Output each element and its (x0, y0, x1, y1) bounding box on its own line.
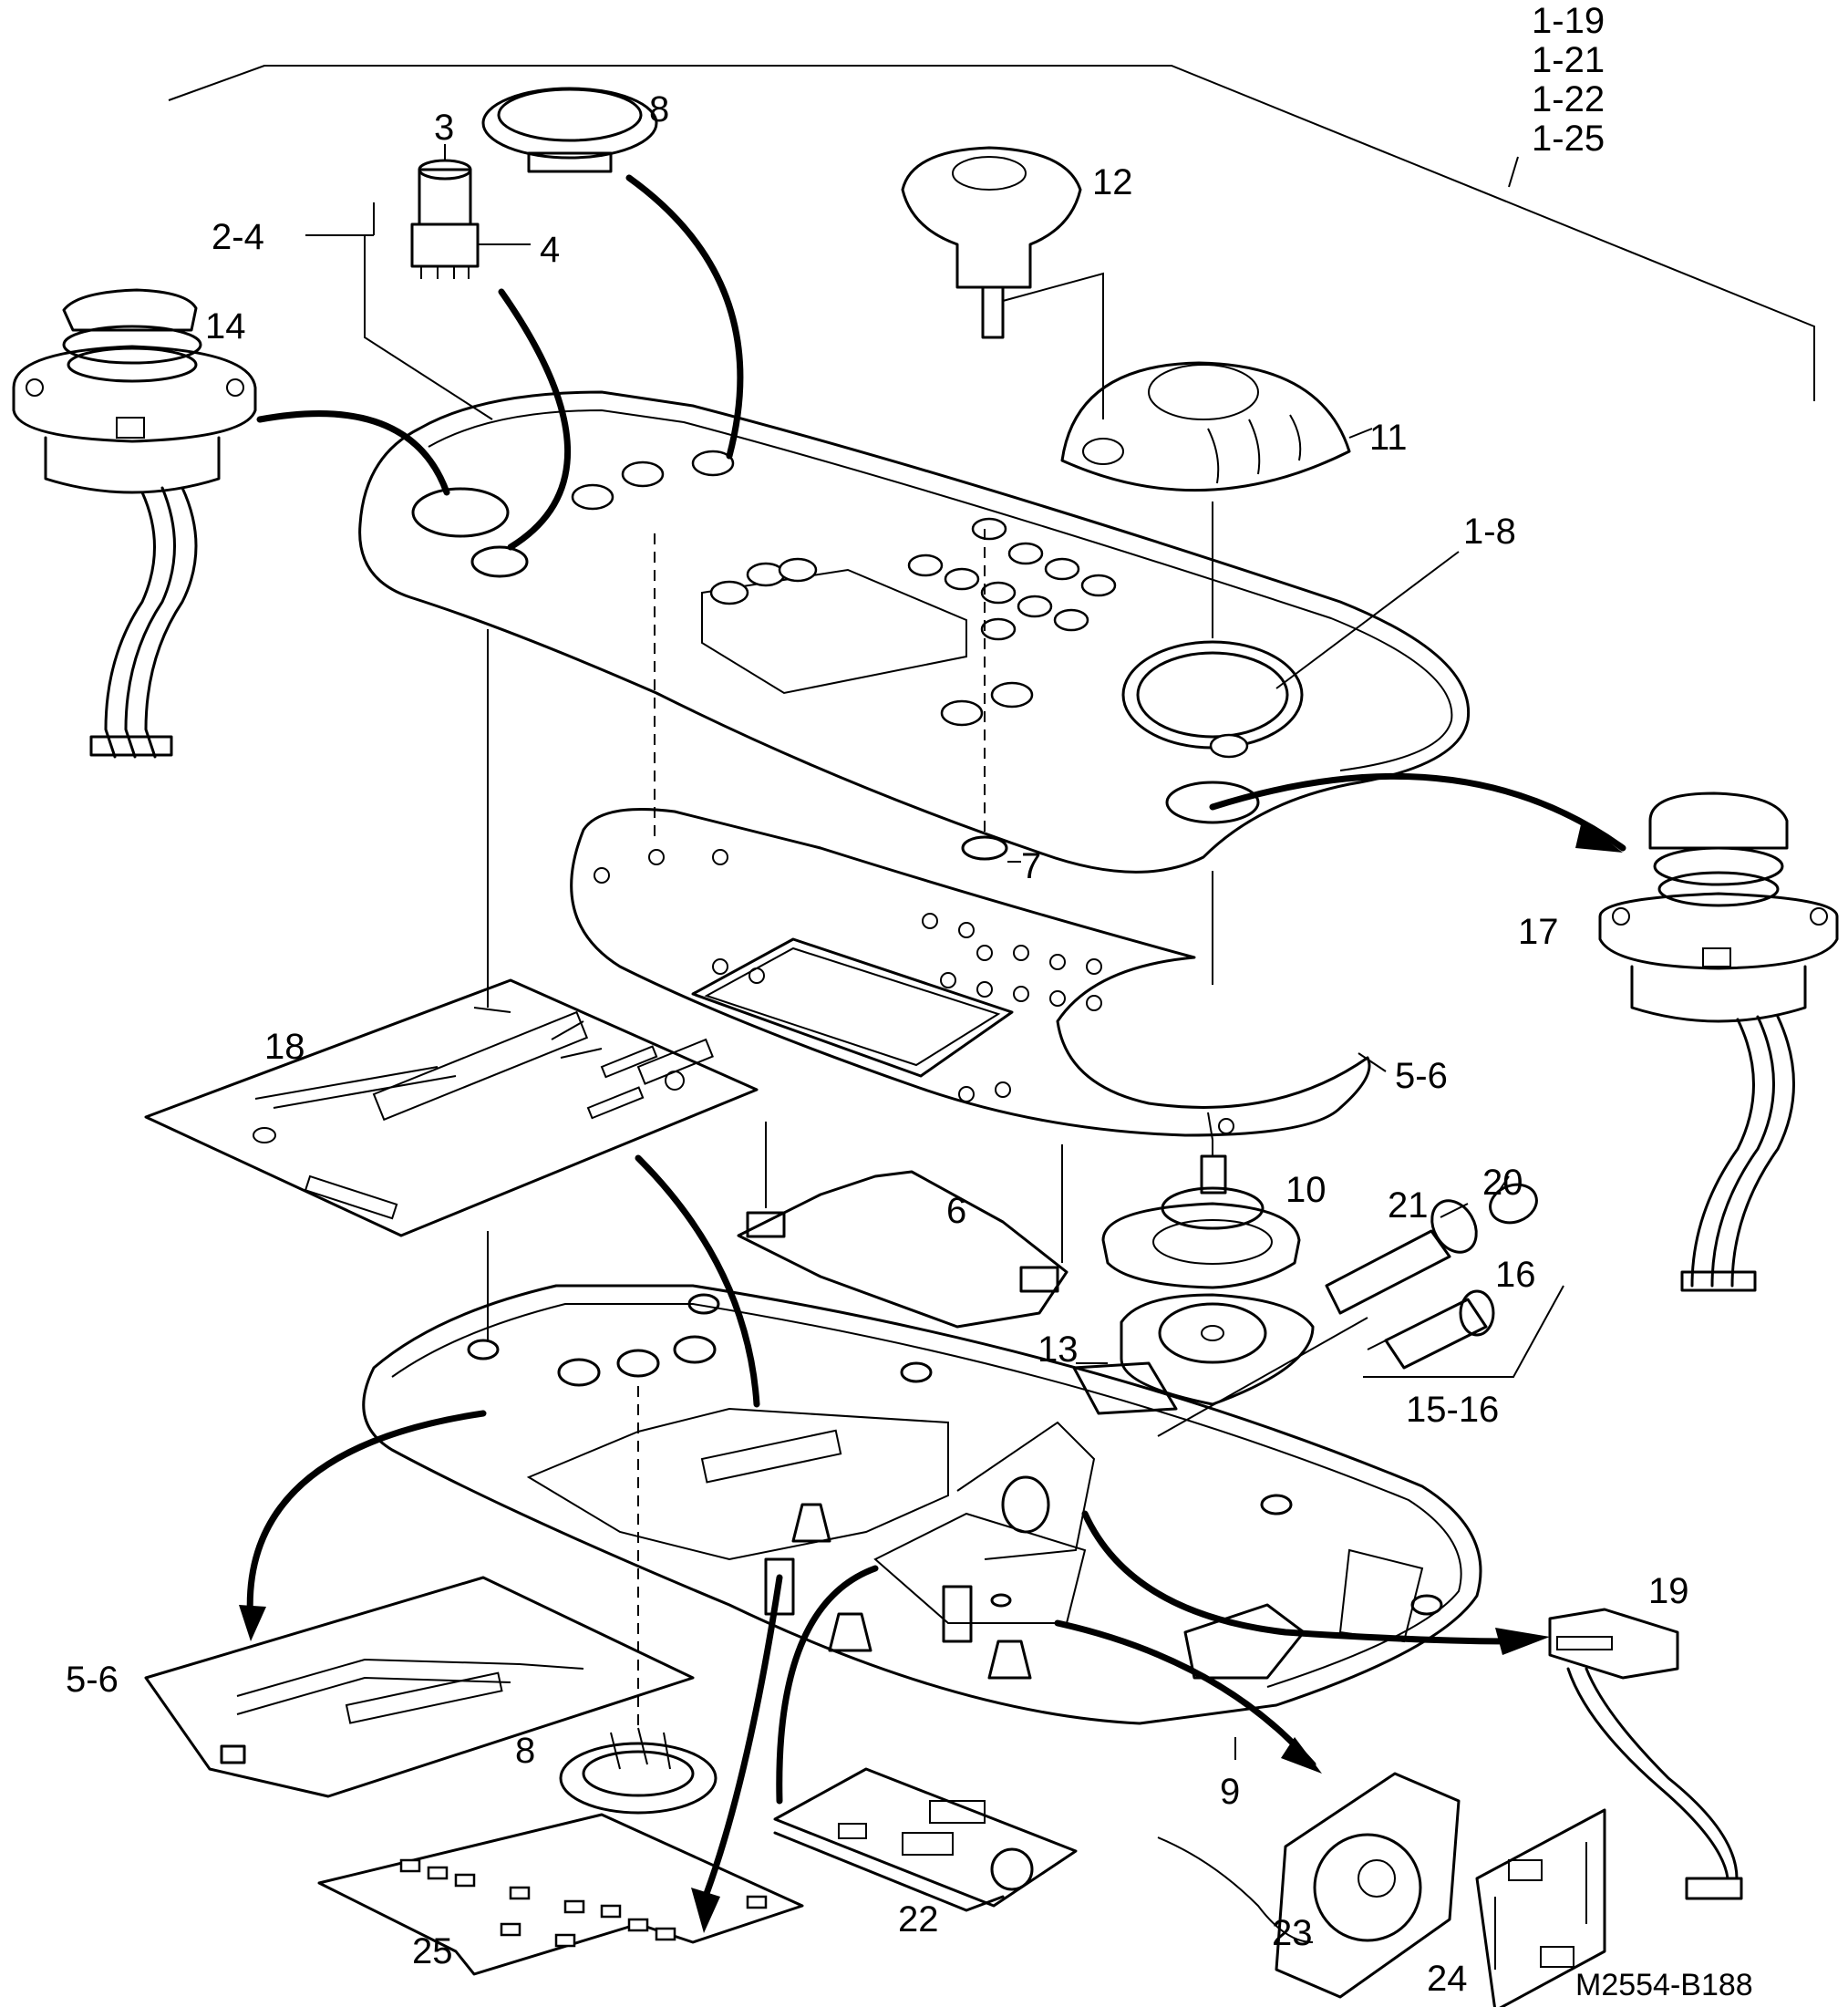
fan-23 (1157, 1772, 1461, 1999)
label-7: 7 (1021, 846, 1042, 886)
label-11: 11 (1369, 418, 1408, 458)
joystick-17 (1598, 791, 1839, 1292)
label-15-16: 15-16 (1406, 1390, 1500, 1430)
push-switch-3-4 (410, 144, 531, 279)
label-13: 13 (1038, 1329, 1079, 1370)
label-21: 21 (1388, 1185, 1429, 1226)
label-24: 24 (1427, 1959, 1468, 1999)
label-25: 25 (412, 1931, 453, 1971)
header-ref: 1-22 (1532, 79, 1605, 119)
label-6: 6 (946, 1191, 967, 1231)
header-ref: 1-21 (1532, 40, 1605, 80)
connector-19 (1548, 1608, 1743, 1900)
board-25 (317, 1813, 804, 1976)
base-housing (362, 1284, 1482, 1725)
gasket-8-bottom (559, 1727, 718, 1815)
assembly-lines (487, 502, 1213, 1733)
connector-16 (1363, 1285, 1564, 1378)
label-4: 4 (540, 230, 561, 270)
label-22: 22 (898, 1899, 939, 1940)
panel-5-6-bottom (144, 1576, 695, 1798)
knob-12 (901, 146, 1104, 419)
button-cap-8-top (481, 87, 658, 173)
label-5-6-right: 5-6 (1395, 1056, 1448, 1096)
label-3: 3 (434, 108, 455, 148)
label-16: 16 (1495, 1255, 1536, 1295)
label-5-6-left: 5-6 (66, 1660, 119, 1700)
bracket-6 (737, 1122, 1069, 1329)
bracket-24 (1475, 1808, 1606, 2007)
board-18 (144, 978, 759, 1237)
header-ref: 1-25 (1532, 119, 1605, 159)
dome-11 (1060, 361, 1373, 492)
joystick-14 (12, 288, 257, 759)
drawing-reference-code: M2554-B188 (1575, 1968, 1753, 2002)
label-20: 20 (1482, 1163, 1523, 1203)
label-1-8: 1-8 (1463, 512, 1516, 552)
gimbal-10 (1101, 1154, 1301, 1289)
label-2-4: 2-4 (212, 217, 264, 257)
header-reference-list: 1-19 1-21 1-22 1-25 (1532, 2, 1605, 159)
keypad-pcb (570, 808, 1371, 1141)
board-22 (773, 1767, 1078, 1912)
label-18: 18 (264, 1027, 305, 1067)
label-10: 10 (1285, 1170, 1327, 1210)
label-8-bottom: 8 (515, 1731, 536, 1771)
label-19: 19 (1648, 1571, 1689, 1611)
header-ref: 1-19 (1532, 1, 1605, 41)
label-9: 9 (1220, 1772, 1241, 1812)
top-bracket-line (168, 65, 1815, 420)
top-cover-1-8 (358, 390, 1471, 874)
label-leaders (1076, 1052, 1510, 1760)
connector-21-20 (1325, 1183, 1538, 1315)
label-14: 14 (205, 306, 246, 347)
speaker-13 (1072, 1293, 1315, 1415)
label-23: 23 (1272, 1913, 1313, 1953)
label-17: 17 (1518, 912, 1559, 952)
label-12: 12 (1092, 162, 1133, 202)
label-8-top: 8 (649, 89, 670, 129)
assembly-arrows (239, 174, 1626, 1933)
